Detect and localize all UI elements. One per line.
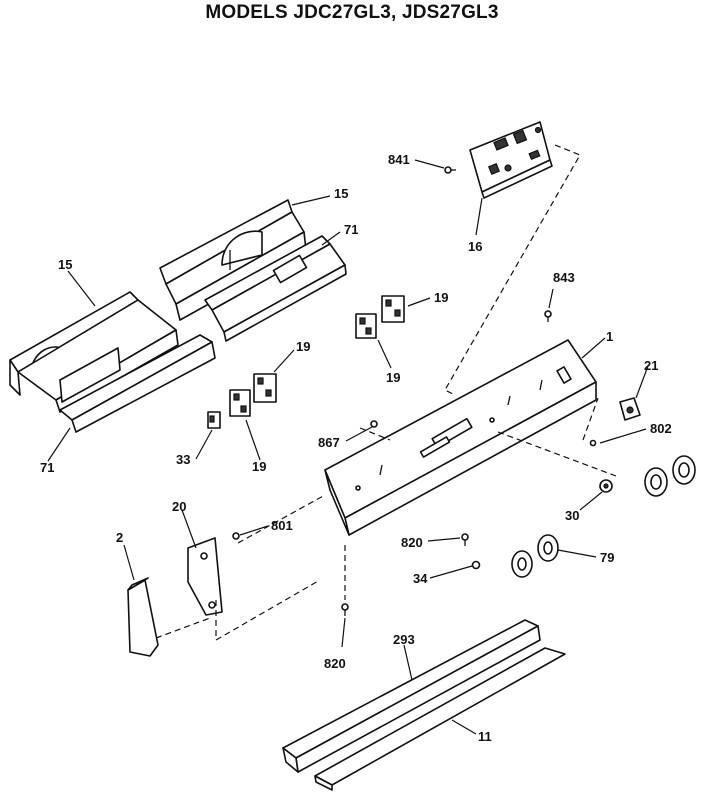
bracket-71-upper (204, 235, 347, 342)
callout-20: 20 (172, 499, 186, 514)
callout-15-left: 15 (58, 257, 72, 272)
diagram-title: MODELS JDC27GL3, JDS27GL3 (205, 2, 499, 23)
callout-30: 30 (565, 508, 579, 523)
knob-79-d (511, 550, 533, 578)
screw-820-upper (461, 533, 469, 546)
leader-lines (47, 159, 649, 735)
callout-19-b: 19 (386, 370, 400, 385)
screw-841 (444, 166, 456, 174)
callout-71-upper: 71 (344, 222, 358, 237)
assembly-lines (155, 144, 617, 642)
endcap-2 (127, 577, 159, 657)
callout-293: 293 (393, 632, 415, 647)
callout-21: 21 (644, 358, 658, 373)
callout-2: 2 (116, 530, 123, 545)
callout-820-lower: 820 (324, 656, 346, 671)
clip-33 (207, 411, 221, 429)
callout-34: 34 (413, 571, 428, 586)
clip-34 (471, 560, 481, 570)
callout-15-upper: 15 (334, 186, 348, 201)
knob-79-b (644, 467, 668, 497)
screw-843 (544, 310, 552, 322)
knob-79-c (537, 534, 559, 562)
switch-19-mid-a (253, 373, 277, 403)
callout-16-lower: 16 (468, 239, 482, 254)
knob-21 (619, 397, 641, 421)
callout-867: 867 (318, 435, 340, 450)
control-board-16 (469, 121, 553, 199)
callout-79: 79 (600, 550, 614, 565)
shield-15-left (9, 291, 179, 413)
screw-802 (589, 439, 597, 447)
callout-843: 843 (553, 270, 575, 285)
screw-820-lower (341, 603, 349, 616)
control-panel-1 (324, 339, 597, 536)
callout-19-d: 19 (252, 459, 266, 474)
screw-867 (370, 420, 378, 428)
bracket-20 (187, 537, 223, 616)
screw-801 (232, 532, 240, 540)
bracket-71-left (59, 334, 216, 433)
switch-19-upper-b (355, 313, 377, 339)
callout-1: 1 (606, 329, 613, 344)
knob-79-a (672, 455, 696, 485)
switch-19-mid-b (229, 389, 251, 417)
switch-19-upper-a (381, 295, 405, 323)
trim-293 (282, 619, 541, 773)
callout-71-left: 71 (40, 460, 54, 475)
callout-19-a: 19 (434, 290, 448, 305)
callout-labels: 841 16 15 71 15 71 19 19 19 19 33 843 1 … (40, 152, 672, 744)
knob-30 (599, 479, 613, 493)
trim-11 (314, 647, 566, 791)
callout-820-upper: 820 (401, 535, 423, 550)
callout-801: 801 (271, 518, 293, 533)
callout-11: 11 (478, 729, 492, 744)
callout-802: 802 (650, 421, 672, 436)
callout-33: 33 (176, 452, 190, 467)
callout-841: 841 (388, 152, 410, 167)
callout-19-c: 19 (296, 339, 310, 354)
